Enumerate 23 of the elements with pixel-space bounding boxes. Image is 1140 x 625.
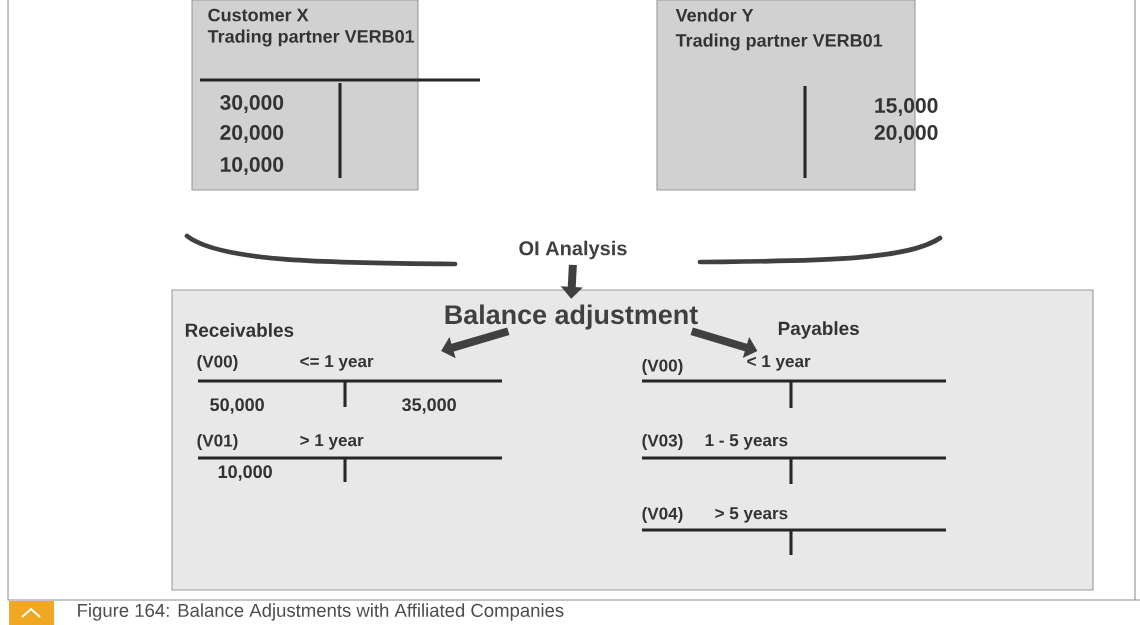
arrow [441,327,510,359]
amount: 20,000 [874,125,938,143]
box-heading: Trading partner VERB01 [675,33,883,51]
panel [171,289,1094,591]
box-heading: Vendor Y [675,8,754,22]
account-label: (V03) [642,434,683,450]
account-label: (V04) [642,507,683,523]
account-label: <= 1 year [300,355,374,371]
amount: 50,000 [210,398,264,414]
column-heading: Receivables [185,323,294,337]
amount: 10,000 [218,465,272,481]
amount: 15,000 [875,98,938,116]
account-label: (V01) [197,434,238,450]
step-heading: Balance adjustment [445,304,698,330]
account-label: > 5 years [715,507,788,523]
account-label: (V00) [197,355,238,371]
figure-caption: Figure 164: Balance Adjustments with Affiliated Companies [78,603,564,621]
account-label: (V00) [642,359,683,375]
account-label: 1 - 5 years [705,434,788,450]
amount: 35,000 [402,398,456,414]
account-label: < 1 year [747,355,811,371]
process-label: OI Analysis [519,240,627,260]
account-label: > 1 year [300,434,364,450]
